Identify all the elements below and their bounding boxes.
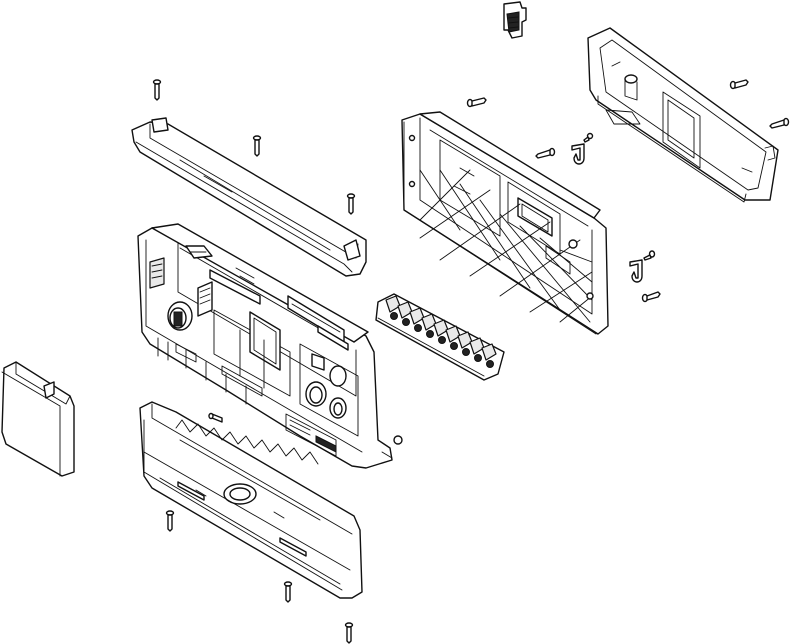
clip-icon <box>629 259 643 283</box>
top-connector <box>503 1 527 39</box>
clip-icon <box>571 143 585 165</box>
screw-icon <box>583 132 594 143</box>
screws <box>152 79 790 644</box>
screw-icon <box>769 117 790 129</box>
control-chassis <box>137 223 403 469</box>
connector-strip <box>375 293 505 381</box>
screw-icon <box>252 135 262 157</box>
screw-icon <box>466 97 487 108</box>
screw-icon <box>165 510 175 532</box>
front-fascia <box>139 401 363 599</box>
screw-icon <box>643 250 656 261</box>
screw-icon <box>344 622 354 644</box>
cable-clips <box>571 143 643 283</box>
screw-icon <box>729 79 749 90</box>
screw-icon <box>641 291 661 303</box>
back-frame <box>401 111 609 335</box>
screw-icon <box>535 147 556 159</box>
screw-icon <box>283 581 293 603</box>
screw-icon <box>208 412 223 423</box>
rear-tray <box>587 27 779 203</box>
cover-flap <box>1 361 75 477</box>
top-trim-bar <box>131 117 367 277</box>
screw-icon <box>346 193 356 215</box>
screw-icon <box>152 79 162 101</box>
